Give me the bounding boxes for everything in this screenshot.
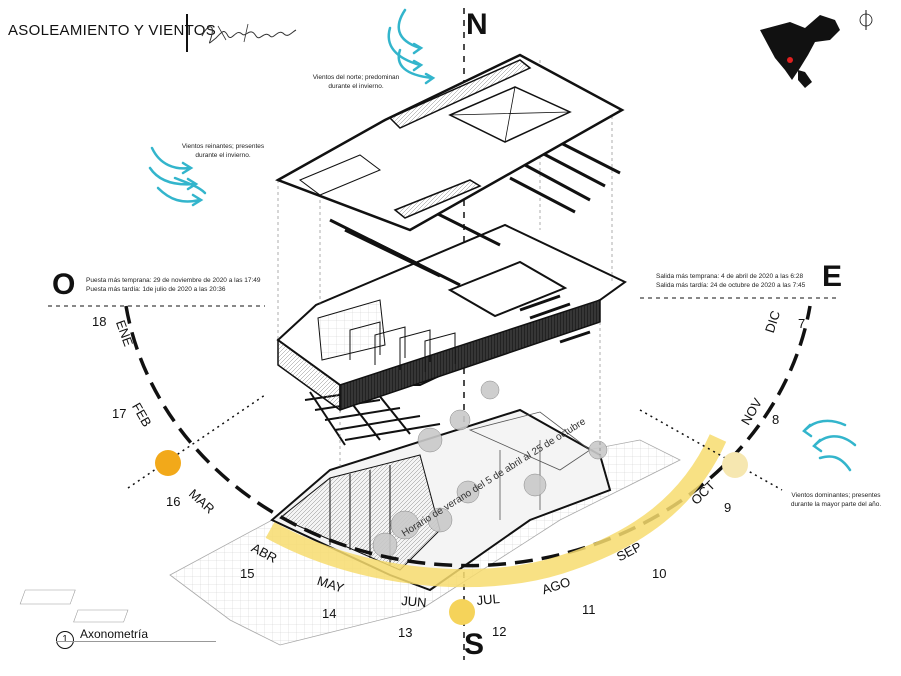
north-wind-note: Vientos del norte; predominan durante el… bbox=[312, 74, 400, 90]
summer-time-band bbox=[265, 434, 727, 588]
compass-icon bbox=[859, 10, 873, 30]
sun-west-marker bbox=[155, 450, 181, 476]
sun-east-marker bbox=[722, 452, 748, 478]
hour-label-16: 16 bbox=[166, 494, 181, 509]
month-label-jun: JUN bbox=[400, 593, 428, 611]
title-divider bbox=[186, 14, 188, 52]
caption-number: 1 bbox=[56, 631, 74, 649]
sunrise-latest-note: Salida más tardía: 24 de octubre de 2020… bbox=[656, 282, 806, 289]
signature-icon bbox=[201, 23, 297, 44]
north-wind-arrows bbox=[387, 8, 436, 85]
roof-volume bbox=[275, 53, 625, 232]
sun-south-marker bbox=[449, 599, 475, 625]
hour-label-9: 9 bbox=[724, 500, 732, 515]
hour-label-14: 14 bbox=[322, 606, 337, 621]
prevailing-wind-note: Vientos reinantes; presentes durante el … bbox=[181, 143, 265, 159]
hour-label-8: 8 bbox=[772, 412, 780, 427]
hour-label-12: 12 bbox=[492, 624, 507, 639]
middle-floor-volume bbox=[276, 223, 627, 412]
sunset-latest-note: Puesta más tardía: 1de julio de 2020 a l… bbox=[86, 286, 226, 293]
dominant-wind-note: Vientos dominantes; presentes durante la… bbox=[790, 492, 882, 508]
sunset-earliest-note: Puesta más temprana: 29 de noviembre de … bbox=[86, 277, 261, 284]
hour-label-18: 18 bbox=[92, 314, 107, 329]
caption-underline bbox=[56, 641, 216, 642]
north-america-map-icon bbox=[760, 15, 840, 88]
roof-beams bbox=[329, 138, 621, 287]
hour-label-15: 15 bbox=[240, 566, 255, 581]
tree-cluster bbox=[372, 380, 608, 558]
cardinal-north: N bbox=[466, 8, 488, 41]
dominant-wind-arrows bbox=[802, 419, 857, 472]
month-label-jul: JUL bbox=[476, 590, 501, 608]
cardinal-south: S bbox=[464, 628, 485, 661]
sun-path-arc bbox=[124, 305, 812, 568]
prevailing-wind-arrows bbox=[148, 146, 207, 207]
caption-text: Axonometría bbox=[80, 627, 149, 641]
cardinal-east: E bbox=[822, 260, 843, 293]
sunrise-earliest-note: Salida más temprana: 4 de abril de 2020 … bbox=[656, 273, 804, 280]
hour-label-10: 10 bbox=[652, 566, 667, 581]
page-title: ASOLEAMIENTO Y VIENTOS bbox=[8, 22, 217, 39]
hour-label-13: 13 bbox=[398, 625, 413, 640]
hour-label-17: 17 bbox=[112, 406, 127, 421]
hour-label-7: 7 bbox=[798, 316, 806, 331]
hour-label-11: 11 bbox=[582, 602, 596, 617]
cardinal-west: O bbox=[52, 268, 76, 301]
